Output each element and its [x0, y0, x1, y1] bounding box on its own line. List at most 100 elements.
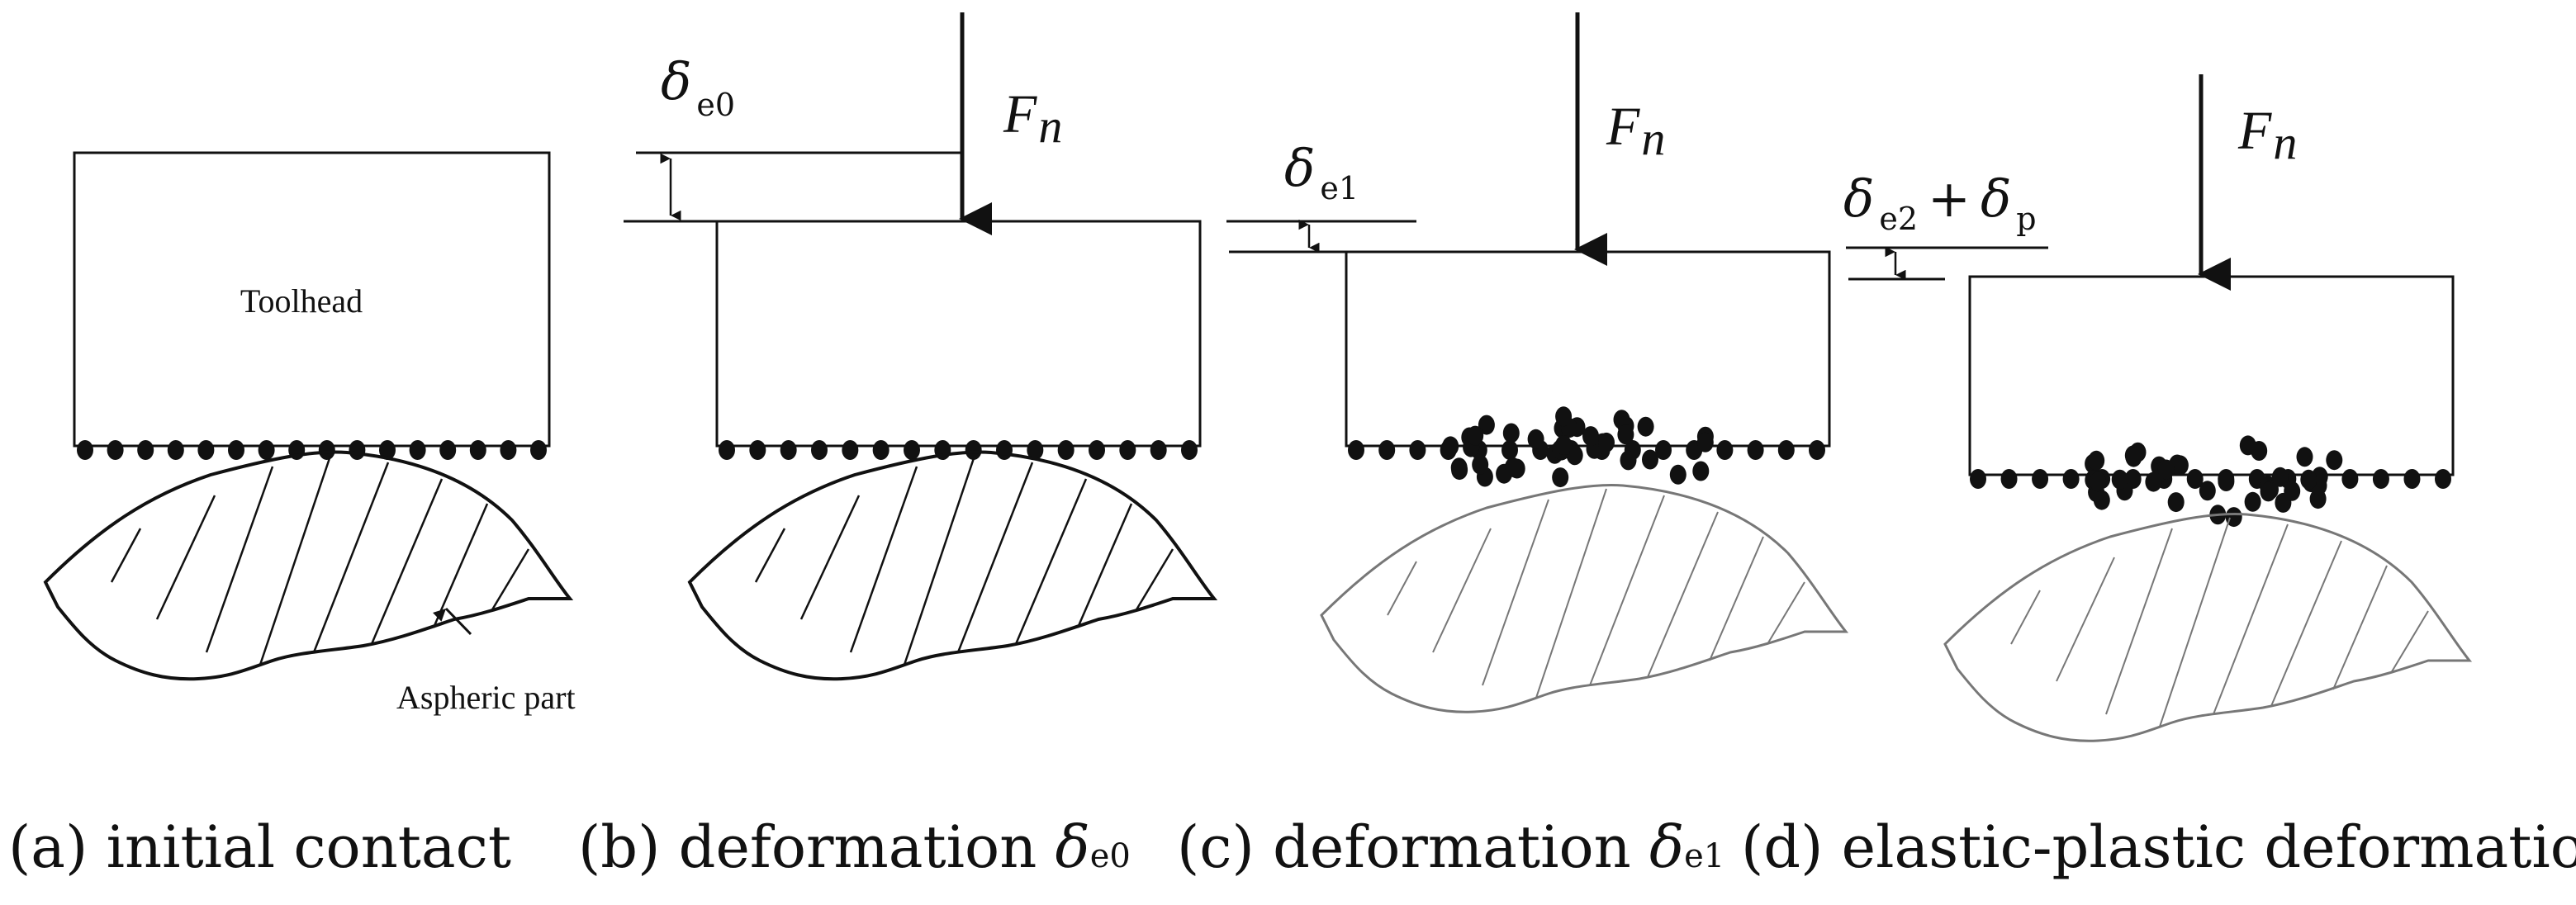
abrasive-particle: [1378, 440, 1396, 460]
abrasive-particle: [2088, 450, 2105, 471]
aspheric-part: [1320, 484, 1849, 713]
abrasive-particle: [1451, 460, 1468, 481]
abrasive-particle: [1501, 440, 1518, 460]
abrasive-particle: [1348, 440, 1364, 460]
abrasive-particle: [1150, 440, 1167, 460]
caption-a: (a) initial contact: [8, 813, 511, 881]
abrasive-particle: [842, 440, 859, 460]
abrasive-particle: [197, 440, 215, 460]
abrasive-particle: [1442, 436, 1459, 457]
abrasive-particle: [1502, 423, 1520, 443]
abrasive-particle: [1527, 429, 1544, 449]
abrasive-particle: [77, 440, 93, 460]
abrasive-particle: [258, 440, 275, 460]
abrasive-particle: [2244, 491, 2261, 512]
abrasive-particle: [1716, 440, 1734, 460]
force-label-c: Fn: [1606, 97, 1665, 165]
abrasive-particle: [1181, 440, 1198, 460]
abrasive-particle: [2145, 471, 2162, 492]
abrasive-particle: [469, 440, 486, 460]
abrasive-particle: [2403, 469, 2421, 489]
abrasive-particle: [1637, 416, 1654, 437]
toolhead-block: [1345, 250, 1831, 448]
abrasive-particle: [1747, 440, 1764, 460]
aspheric-part-label: Aspheric part: [396, 679, 576, 716]
abrasive-particle: [318, 440, 335, 460]
abrasive-particle: [2218, 471, 2235, 491]
abrasive-particle: [719, 440, 735, 460]
abrasive-particle: [2296, 447, 2313, 467]
abrasive-particle: [500, 440, 517, 460]
abrasive-particle: [2225, 507, 2242, 528]
abrasive-particle: [1119, 440, 1136, 460]
abrasive-particle: [1620, 450, 1637, 471]
abrasive-particle: [2032, 469, 2049, 489]
caption-d: (d) elastic-plastic deformation: [1741, 813, 2576, 881]
aspheric-part: [43, 450, 574, 681]
abrasive-particle: [780, 440, 797, 460]
abrasive-particle: [439, 440, 457, 460]
abrasive-particles: [77, 440, 547, 460]
abrasive-particle: [2239, 435, 2256, 456]
abrasive-particle: [2199, 481, 2216, 501]
abrasive-particle: [811, 440, 828, 460]
abrasive-particle: [749, 440, 766, 460]
panel-a: Toolhead Aspheric part: [43, 151, 576, 716]
abrasive-particle: [2284, 481, 2301, 501]
abrasive-particle: [2090, 471, 2107, 492]
abrasive-particle: [2000, 469, 2018, 489]
aspheric-part: [687, 450, 1218, 681]
abrasive-particle: [2062, 469, 2080, 489]
aspheric-part: [1943, 513, 2473, 742]
abrasive-particle: [1655, 440, 1672, 460]
abrasive-particle: [167, 440, 184, 460]
abrasive-particle: [1027, 440, 1044, 460]
abrasive-particle: [1642, 449, 1658, 470]
toolhead-block: [715, 220, 1202, 448]
abrasive-particle: [1472, 454, 1489, 475]
abrasive-particle: [2111, 469, 2128, 490]
abrasive-particle: [1809, 440, 1825, 460]
abrasive-particle: [2435, 469, 2451, 489]
abrasive-particle: [904, 440, 920, 460]
abrasive-particle: [965, 440, 982, 460]
abrasive-particle: [1552, 467, 1569, 488]
abrasive-particle: [1057, 440, 1075, 460]
abrasive-particle: [1692, 461, 1710, 481]
abrasive-particle: [2186, 469, 2204, 489]
abrasive-particle: [1598, 432, 1615, 452]
abrasive-particle: [2157, 459, 2175, 480]
abrasive-particle: [530, 440, 547, 460]
abrasive-particle: [1696, 432, 1714, 452]
particle-cluster: [2085, 435, 2343, 528]
abrasive-particles: [719, 440, 1198, 460]
abrasive-particle: [379, 440, 396, 460]
force-label-d: Fn: [2237, 101, 2297, 169]
abrasive-particle: [1777, 440, 1795, 460]
abrasive-particle: [996, 440, 1013, 460]
abrasive-particle: [2326, 450, 2343, 471]
toolhead-block: [1968, 275, 2455, 476]
abrasive-particle: [107, 440, 124, 460]
abrasive-particle: [1582, 426, 1599, 447]
abrasive-particle: [1555, 406, 1573, 427]
abrasive-particle: [2167, 492, 2185, 513]
abrasive-particle: [349, 440, 366, 460]
abrasive-particle: [1504, 457, 1521, 477]
abrasive-particle: [1970, 469, 1986, 489]
abrasive-particle: [1617, 424, 1634, 445]
abrasive-particle: [409, 440, 426, 460]
abrasive-particle: [137, 440, 154, 460]
abrasive-particle: [228, 440, 244, 460]
abrasive-particle: [2300, 469, 2317, 490]
abrasive-particle: [2260, 481, 2277, 502]
abrasive-particle: [1467, 425, 1484, 446]
abrasive-particle: [1555, 435, 1573, 455]
caption-c: (c) deformation δe1: [1177, 813, 1724, 881]
toolhead-label: Toolhead: [240, 282, 363, 320]
